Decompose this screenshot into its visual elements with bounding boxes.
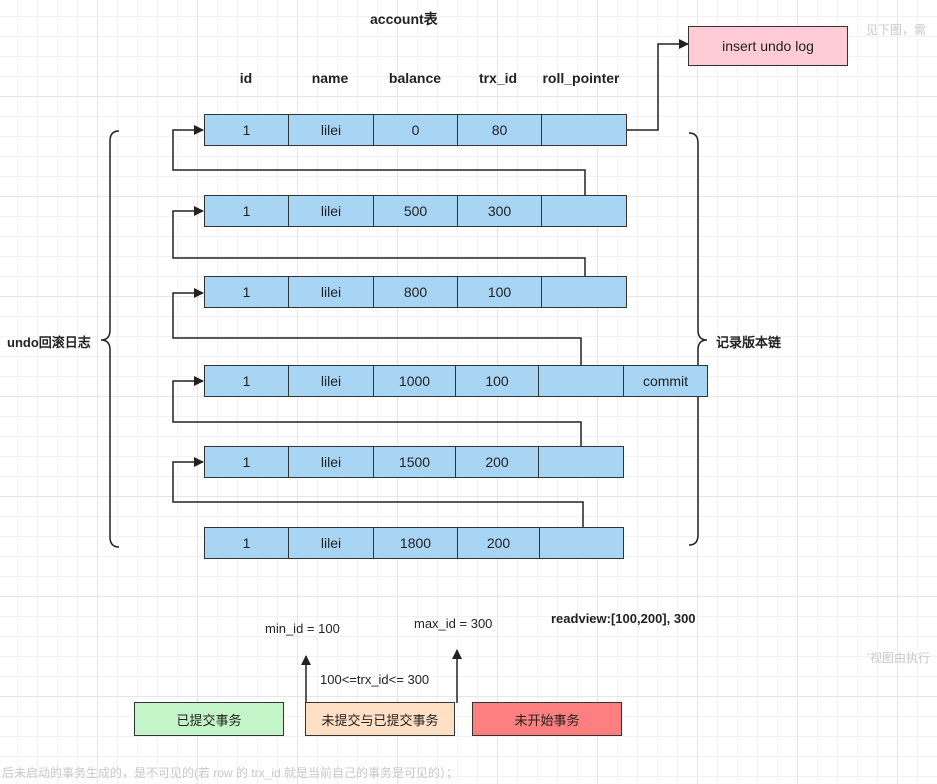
row-2-trx-id: 100 — [457, 276, 542, 308]
arrow-to-insert-undo — [627, 39, 689, 131]
legend-committed: 已提交事务 — [134, 702, 284, 736]
row-3-name: lilei — [288, 365, 374, 397]
row-4-name: lilei — [288, 446, 374, 478]
bg-text-top-right: 见下图，需 — [866, 23, 927, 37]
row-3-id: 1 — [204, 365, 289, 397]
bg-text-bottom: 后未启动的事务生成的，是不可见的(若 row 的 trx_id 就是当前自己的事… — [2, 766, 459, 780]
row-4-trx-id: 200 — [455, 446, 539, 478]
row-5-roll-pointer — [539, 527, 624, 559]
row-1-roll-pointer — [541, 195, 627, 227]
trx-range-label: 100<=trx_id<= 300 — [320, 672, 430, 687]
row-3-commit: commit — [623, 365, 708, 397]
chain-arrow-2 — [172, 206, 586, 276]
row-5-trx-id: 200 — [457, 527, 540, 559]
insert-undo-log-box: insert undo log — [688, 26, 848, 66]
table-title: account表 — [370, 11, 438, 27]
row-2-id: 1 — [204, 276, 289, 308]
row-5-balance: 1800 — [373, 527, 458, 559]
row-4-balance: 1500 — [373, 446, 456, 478]
row-2-balance: 800 — [373, 276, 458, 308]
row-5-name: lilei — [288, 527, 374, 559]
chain-arrow-1 — [172, 125, 586, 196]
row-1-id: 1 — [204, 195, 289, 227]
row-2-roll-pointer — [541, 276, 627, 308]
bg-text-mid-right: `视图由执行 — [866, 651, 930, 665]
min-id-label: min_id = 100 — [265, 621, 340, 636]
row-0-trx-id: 80 — [457, 114, 542, 146]
row-0-name: lilei — [288, 114, 374, 146]
row-0-balance: 0 — [373, 114, 458, 146]
row-3-roll-pointer — [538, 365, 624, 397]
column-header-id: id — [239, 70, 253, 86]
column-header-roll-pointer: roll_pointer — [542, 70, 620, 86]
legend-mixed: 未提交与已提交事务 — [305, 702, 455, 736]
column-header-balance: balance — [388, 70, 442, 86]
undo-log-label: undo回滚日志 — [7, 335, 91, 350]
chain-arrow-4 — [172, 376, 582, 446]
chain-arrow-3 — [172, 288, 582, 365]
row-4-roll-pointer — [538, 446, 624, 478]
version-chain-label: 记录版本链 — [716, 335, 782, 350]
row-1-name: lilei — [288, 195, 374, 227]
row-0-roll-pointer — [541, 114, 627, 146]
column-header-trx-id: trx_id — [478, 70, 518, 86]
row-3-balance: 1000 — [373, 365, 456, 397]
row-1-balance: 500 — [373, 195, 458, 227]
column-header-name: name — [311, 70, 349, 86]
readview-label: readview:[100,200], 300 — [551, 611, 696, 626]
chain-arrow-5 — [172, 457, 584, 527]
row-5-id: 1 — [204, 527, 289, 559]
row-2-name: lilei — [288, 276, 374, 308]
right-brace — [688, 132, 708, 546]
row-0-id: 1 — [204, 114, 289, 146]
row-3-trx-id: 100 — [455, 365, 539, 397]
row-1-trx-id: 300 — [457, 195, 542, 227]
left-brace — [100, 130, 120, 548]
row-4-id: 1 — [204, 446, 289, 478]
max-id-label: max_id = 300 — [414, 616, 493, 631]
legend-not-started: 未开始事务 — [472, 702, 622, 736]
